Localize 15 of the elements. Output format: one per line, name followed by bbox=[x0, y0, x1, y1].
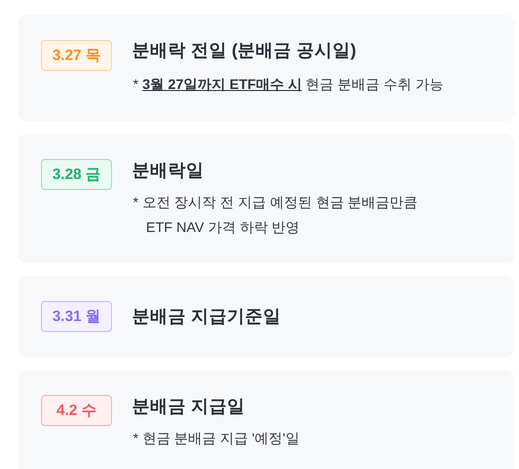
note-text: *3월 27일까지 ETF매수 시 현금 분배금 수취 가능 bbox=[133, 75, 444, 94]
date-badge: 3.31 월 bbox=[41, 301, 112, 332]
card-title: 분배락일 bbox=[132, 159, 204, 182]
card-title: 분배금 지급일 bbox=[132, 395, 245, 418]
card-title: 분배금 지급기준일 bbox=[132, 305, 281, 328]
note-text: * 현금 분배금 지급 '예정'일 bbox=[133, 429, 300, 448]
date-badge: 4.2 수 bbox=[41, 395, 112, 426]
card bbox=[18, 276, 514, 357]
date-badge: 3.28 금 bbox=[41, 159, 112, 190]
card bbox=[18, 15, 514, 121]
card bbox=[18, 370, 514, 469]
date-badge: 3.27 목 bbox=[41, 40, 112, 71]
card-title: 분배락 전일 (분배금 공시일) bbox=[132, 39, 356, 62]
card bbox=[18, 134, 514, 263]
note-text: * 오전 장시작 전 지급 예정된 현금 분배금만큼 ETF NAV 가격 하락 반영 bbox=[133, 193, 419, 237]
